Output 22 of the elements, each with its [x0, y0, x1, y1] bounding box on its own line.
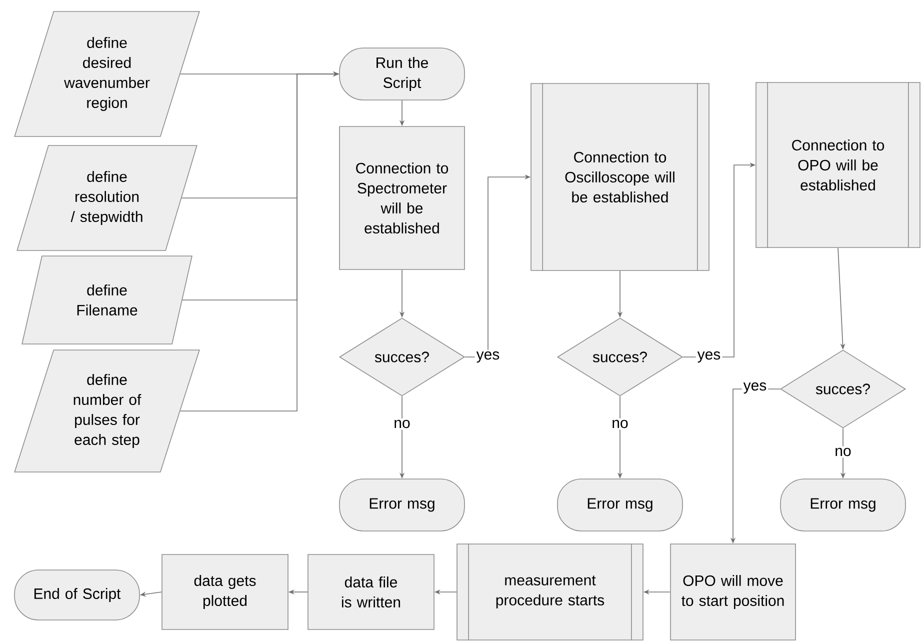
process-box: data file is written — [308, 554, 434, 630]
input-parallelogram: define Filename — [22, 256, 192, 344]
process-box: OPO will move to start position — [670, 544, 796, 640]
terminal-box: Error msg — [557, 478, 683, 532]
terminal-box: Run the Script — [339, 48, 465, 100]
terminal-box: Error msg — [780, 478, 906, 532]
edge-label: no — [833, 446, 853, 458]
edge-label: yes — [696, 350, 722, 364]
terminal-box: End of Script — [14, 570, 140, 620]
process-box: data gets plotted — [162, 554, 288, 630]
input-parallelogram: define desired wavenumber region — [14, 11, 200, 137]
edge-label: yes — [742, 380, 768, 396]
input-parallelogram: define resolution / stepwidth — [16, 145, 198, 251]
edge-label: yes — [474, 350, 502, 364]
subprocess-box: measurement procedure starts — [456, 543, 644, 641]
process-box: Connection to Spectrometer will be established — [339, 126, 465, 270]
input-parallelogram: define number of pulses for each step — [14, 350, 200, 472]
terminal-box: Error msg — [339, 478, 465, 532]
subprocess-box: Connection to Oscilloscope will be established — [530, 82, 710, 272]
subprocess-box: Connection to OPO will be established — [756, 82, 920, 248]
edge-label: no — [610, 418, 630, 430]
edge-label: no — [392, 418, 412, 430]
